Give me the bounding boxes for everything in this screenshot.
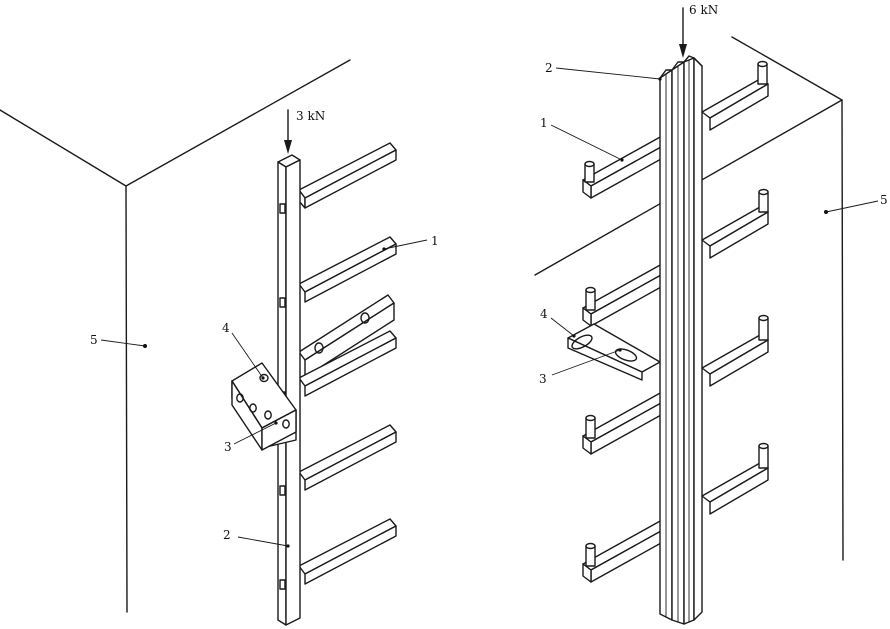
right-wall: [534, 36, 844, 561]
right-strap-bracket: [567, 323, 661, 381]
left-rungs: [298, 142, 397, 585]
left-stile: [277, 154, 301, 626]
right-label-3: 3: [539, 372, 547, 386]
right-label-1: 1: [540, 116, 548, 130]
right-rungs-back: [701, 60, 769, 515]
left-label-4: 4: [222, 321, 230, 335]
right-figure: 6 kN 1 2 3 4 5: [534, 3, 888, 625]
left-label-1: 1: [431, 234, 439, 248]
left-label-3: 3: [224, 440, 232, 454]
left-load-arrow: [284, 109, 292, 154]
right-load-arrow: [679, 7, 687, 58]
left-label-5: 5: [90, 333, 98, 347]
right-label-4: 4: [540, 307, 548, 321]
left-label-2: 2: [223, 528, 231, 542]
right-label-5: 5: [880, 193, 888, 207]
right-rail: [659, 55, 703, 625]
left-load-label: 3 kN: [296, 109, 325, 123]
left-angle-bracket: [231, 362, 297, 451]
left-wall: [0, 59, 351, 613]
right-label-2: 2: [545, 61, 553, 75]
right-load-label: 6 kN: [689, 3, 718, 17]
left-figure: 3 kN 1 2 3 4 5: [0, 59, 439, 626]
